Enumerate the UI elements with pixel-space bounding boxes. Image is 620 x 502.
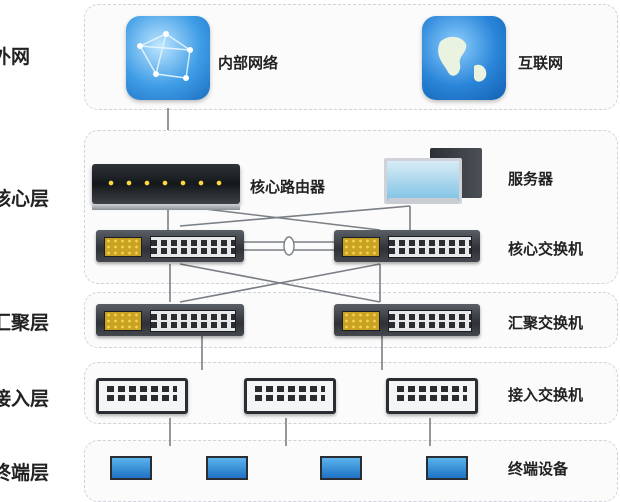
device-label-access-switch: 接入交换机 — [508, 386, 584, 404]
device-label-core-switch: 核心交换机 — [508, 240, 584, 258]
device-label-core-router: 核心路由器 — [250, 178, 326, 196]
desktop-computer-icon — [426, 456, 468, 480]
device-label-terminal-device: 终端设备 — [508, 460, 569, 478]
router-icon — [92, 164, 240, 210]
desktop-computer-icon — [320, 456, 362, 480]
device-label-server: 服务器 — [508, 170, 554, 188]
switch-icon — [96, 378, 188, 414]
device-label-aggregation-switch: 汇聚交换机 — [508, 314, 584, 332]
switch-icon — [334, 230, 480, 262]
layer-label-core: 核心层 — [0, 188, 50, 210]
device-label-internet: 互联网 — [518, 54, 564, 72]
server-computer-icon — [384, 148, 488, 204]
link-server-switch-left — [179, 205, 411, 227]
switch-icon — [96, 230, 244, 262]
desktop-computer-icon — [206, 456, 248, 480]
switch-icon — [334, 304, 480, 336]
connection-lines — [167, 108, 431, 446]
network-globe-icon — [126, 16, 210, 100]
link-coreright-aggleft — [179, 263, 381, 303]
layer-label-aggregation: 汇聚层 — [0, 312, 50, 334]
layer-label-external: 外网 — [0, 46, 31, 68]
world-map-globe-icon — [422, 16, 506, 100]
desktop-computer-icon — [110, 456, 152, 480]
layer-label-access: 接入层 — [0, 388, 50, 410]
switch-icon — [96, 304, 244, 336]
switch-icon — [244, 378, 336, 414]
link-bundle-marker — [283, 236, 295, 256]
switch-icon — [386, 378, 478, 414]
device-label-internal-network: 内部网络 — [218, 54, 279, 72]
